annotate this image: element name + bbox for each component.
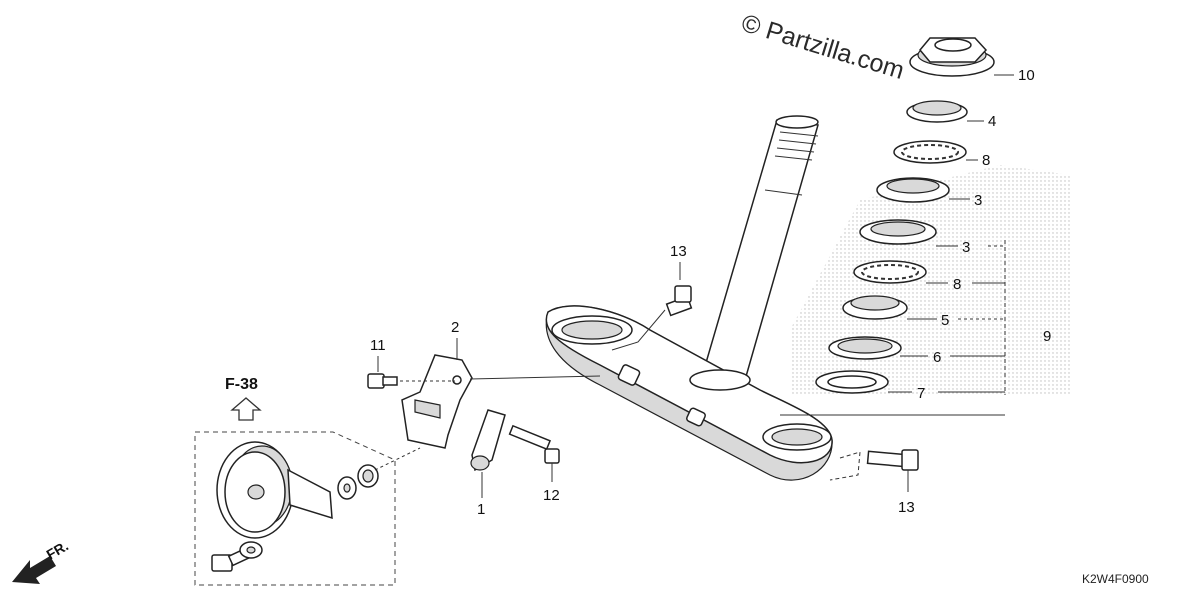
callout-13a: 13	[670, 243, 687, 260]
callout-11: 11	[370, 337, 386, 354]
callout-5: 5	[941, 312, 949, 329]
bearing-race-bottom[interactable]	[859, 219, 937, 245]
lower-triple-clamp[interactable]	[545, 305, 833, 481]
callout-12: 12	[543, 487, 560, 504]
horn-nut[interactable]	[357, 464, 379, 488]
bolt-13-bottom[interactable]	[866, 449, 919, 471]
horn[interactable]	[216, 441, 333, 539]
front-arrow-icon	[12, 556, 56, 584]
steering-stem-nut[interactable]	[909, 37, 995, 77]
leader-lines	[374, 74, 1014, 498]
bearing-cone-top[interactable]	[906, 100, 968, 123]
ball-bearing-top[interactable]	[893, 140, 967, 164]
callout-10: 10	[1018, 67, 1035, 84]
callout-2: 2	[451, 319, 459, 336]
dust-seal[interactable]	[828, 336, 902, 360]
watermark: © Partzilla.com	[738, 9, 907, 85]
callout-3b: 3	[962, 239, 970, 256]
callout-8b: 8	[953, 276, 961, 293]
bearing-race-top[interactable]	[876, 177, 950, 203]
front-direction-indicator: FR.	[12, 537, 71, 584]
callout-3a: 3	[974, 192, 982, 209]
diagram-code: K2W4F0900	[1082, 572, 1149, 586]
callout-7: 7	[917, 385, 925, 402]
horn-bracket[interactable]	[401, 354, 473, 449]
reference-arrow-icon	[230, 397, 262, 421]
callout-9: 9	[1043, 328, 1051, 345]
ball-bearing-bottom[interactable]	[853, 260, 927, 284]
callout-6: 6	[933, 349, 941, 366]
callout-13b: 13	[898, 499, 915, 516]
cable-clip[interactable]	[470, 409, 506, 472]
reference-label: F-38	[225, 376, 258, 393]
bearing-cone-bottom[interactable]	[842, 295, 908, 320]
callout-4: 4	[988, 113, 996, 130]
horn-washer-rear[interactable]	[337, 476, 357, 500]
washer[interactable]	[815, 370, 889, 394]
horn-washer-front[interactable]	[239, 541, 263, 559]
callout-8a: 8	[982, 152, 990, 169]
bolt-12[interactable]	[508, 424, 560, 464]
callout-1: 1	[477, 501, 485, 518]
bolt-11[interactable]	[367, 373, 398, 389]
bolt-13-top[interactable]	[665, 285, 693, 317]
